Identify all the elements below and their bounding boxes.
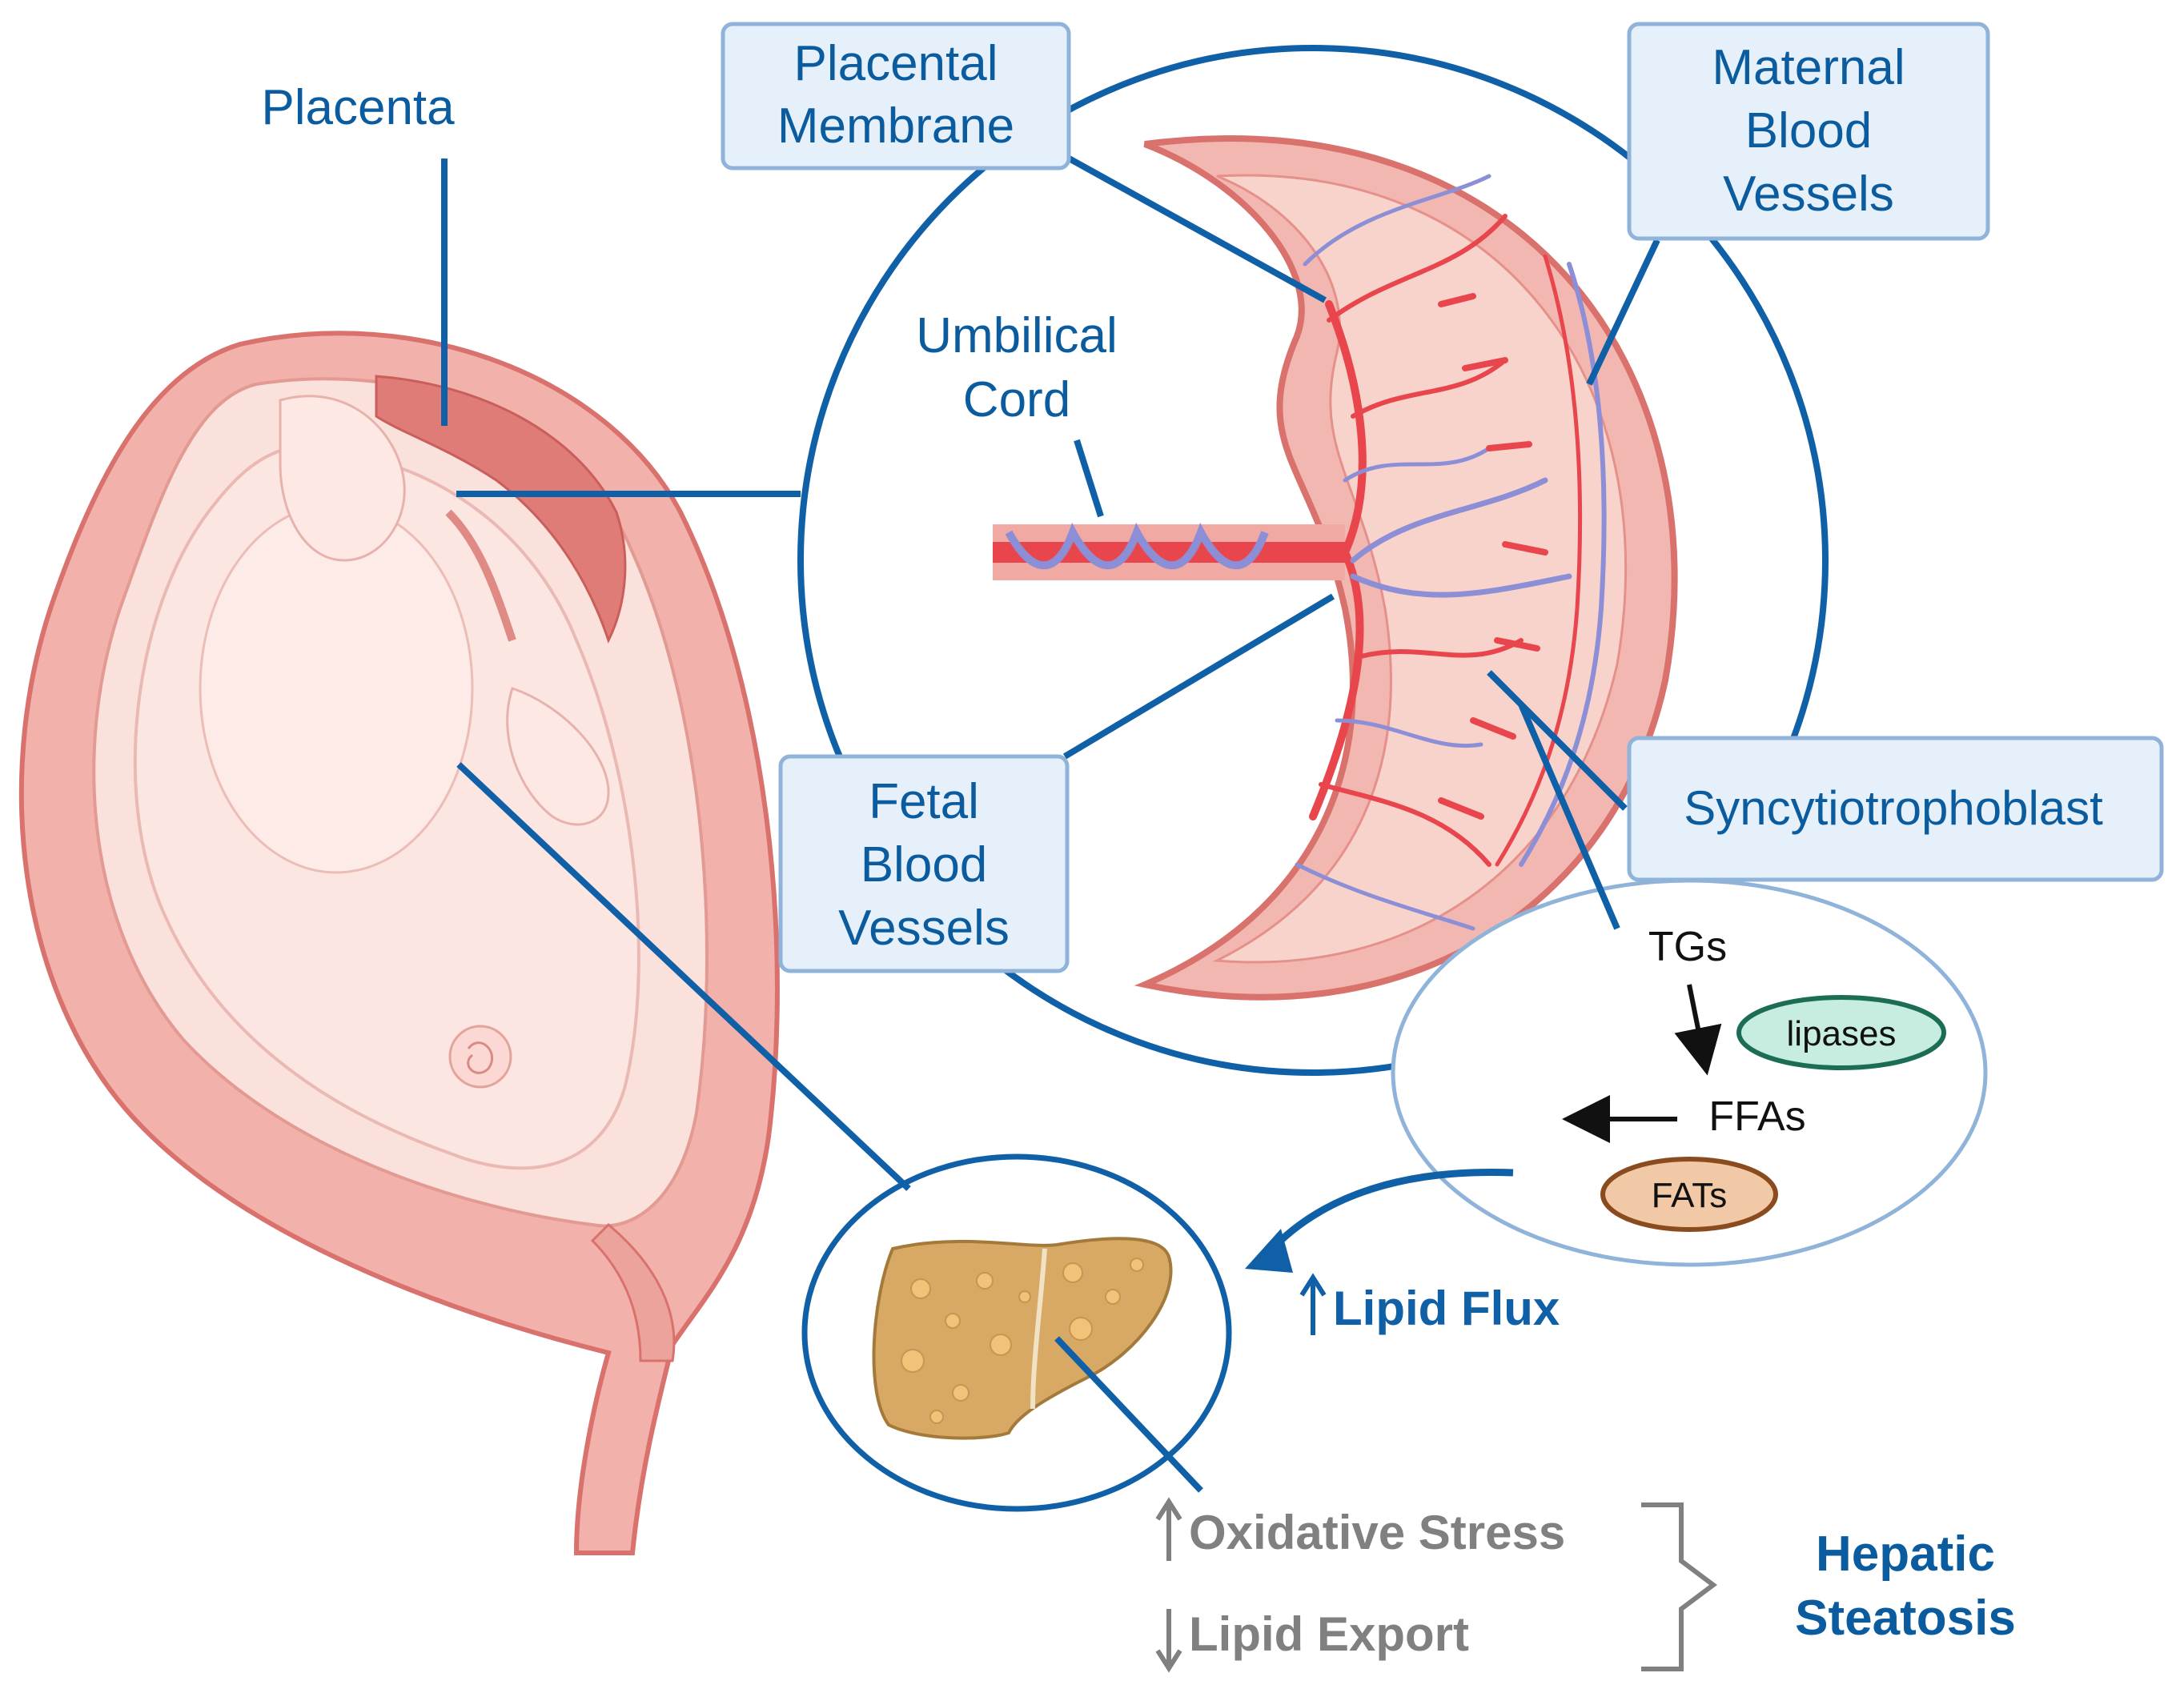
fetus-to-liver-line xyxy=(456,762,911,1191)
maternal-vessels-line-3: Vessels xyxy=(1723,166,1894,222)
oxidative-stress-up-arrow-icon xyxy=(1155,1497,1182,1561)
tgs-to-ffas-arrow xyxy=(1674,984,1722,1076)
lipid-flux-arrow xyxy=(1262,1169,1514,1259)
placenta-label: Placenta xyxy=(261,80,455,135)
umbilical-cord-label: Umbilical Cord xyxy=(916,308,1117,427)
hepatic-steatosis-line-2: Steatosis xyxy=(1795,1591,2016,1646)
oxidative-stress-label: Oxidative Stress xyxy=(1189,1506,1565,1559)
connector-lines xyxy=(441,153,1660,1493)
outcome-bracket xyxy=(1641,1502,1717,1671)
fats-transporter: FATs xyxy=(1600,1157,1778,1232)
lipid-flux-indicator: Lipid Flux xyxy=(1299,1273,1560,1335)
hepatic-steatosis-line-1: Hepatic xyxy=(1816,1526,1995,1582)
tgs-label: TGs xyxy=(1648,924,1727,970)
placenta-crescent xyxy=(993,135,1678,1001)
syncytiotrophoblast-box: Syncytiotrophoblast xyxy=(1627,736,2164,882)
placental-membrane-line-1: Placental xyxy=(793,36,998,91)
maternal-vessels-line-2: Blood xyxy=(1745,103,1873,158)
maternal-vessels-line xyxy=(1586,239,1660,386)
lipases-label: lipases xyxy=(1787,1014,1897,1053)
syncytiotrophoblast-label: Syncytiotrophoblast xyxy=(1684,781,2103,835)
fetal-vessels-line-2: Blood xyxy=(861,837,988,893)
hepatic-steatosis-label: Hepatic Steatosis xyxy=(1795,1526,2016,1646)
maternal-vessels-line-1: Maternal xyxy=(1712,40,1905,95)
fetal-vessels-line xyxy=(1062,593,1335,760)
uterus-illustration xyxy=(18,331,780,1555)
lipases-enzyme: lipases xyxy=(1736,995,1946,1070)
lipid-export-down-arrow-icon xyxy=(1155,1609,1182,1673)
lipid-export-label: Lipid Export xyxy=(1189,1607,1469,1661)
fats-label: FATs xyxy=(1652,1176,1728,1215)
placental-membrane-line-2: Membrane xyxy=(777,98,1014,154)
liver-to-effects-line xyxy=(1054,1336,1203,1493)
placental-membrane-line xyxy=(1063,153,1327,303)
tgs-pointer-line xyxy=(1518,703,1620,930)
oxidative-stress-indicator: Oxidative Stress xyxy=(1155,1497,1565,1561)
fetal-blood-vessels-box: Fetal Blood Vessels xyxy=(778,754,1070,973)
umbilical-cord-line-1: Umbilical xyxy=(916,308,1117,363)
lipid-flux-label: Lipid Flux xyxy=(1333,1282,1560,1335)
umbilical-cord-line xyxy=(1074,439,1104,518)
syncytiotrophoblast-line xyxy=(1487,670,1628,811)
maternal-blood-vessels-box: Maternal Blood Vessels xyxy=(1627,22,1990,241)
fetal-vessels-line-1: Fetal xyxy=(869,774,979,829)
fetal-vessels-line-3: Vessels xyxy=(838,901,1010,956)
lipid-flux-arrowhead xyxy=(1245,1229,1293,1273)
umbilical-cord-line-2: Cord xyxy=(963,372,1070,427)
lipid-export-indicator: Lipid Export xyxy=(1155,1607,1469,1673)
ffas-label: FFAs xyxy=(1708,1093,1805,1140)
placental-membrane-box: Placental Membrane xyxy=(721,22,1071,171)
lipid-flux-up-arrow-icon xyxy=(1299,1273,1327,1335)
